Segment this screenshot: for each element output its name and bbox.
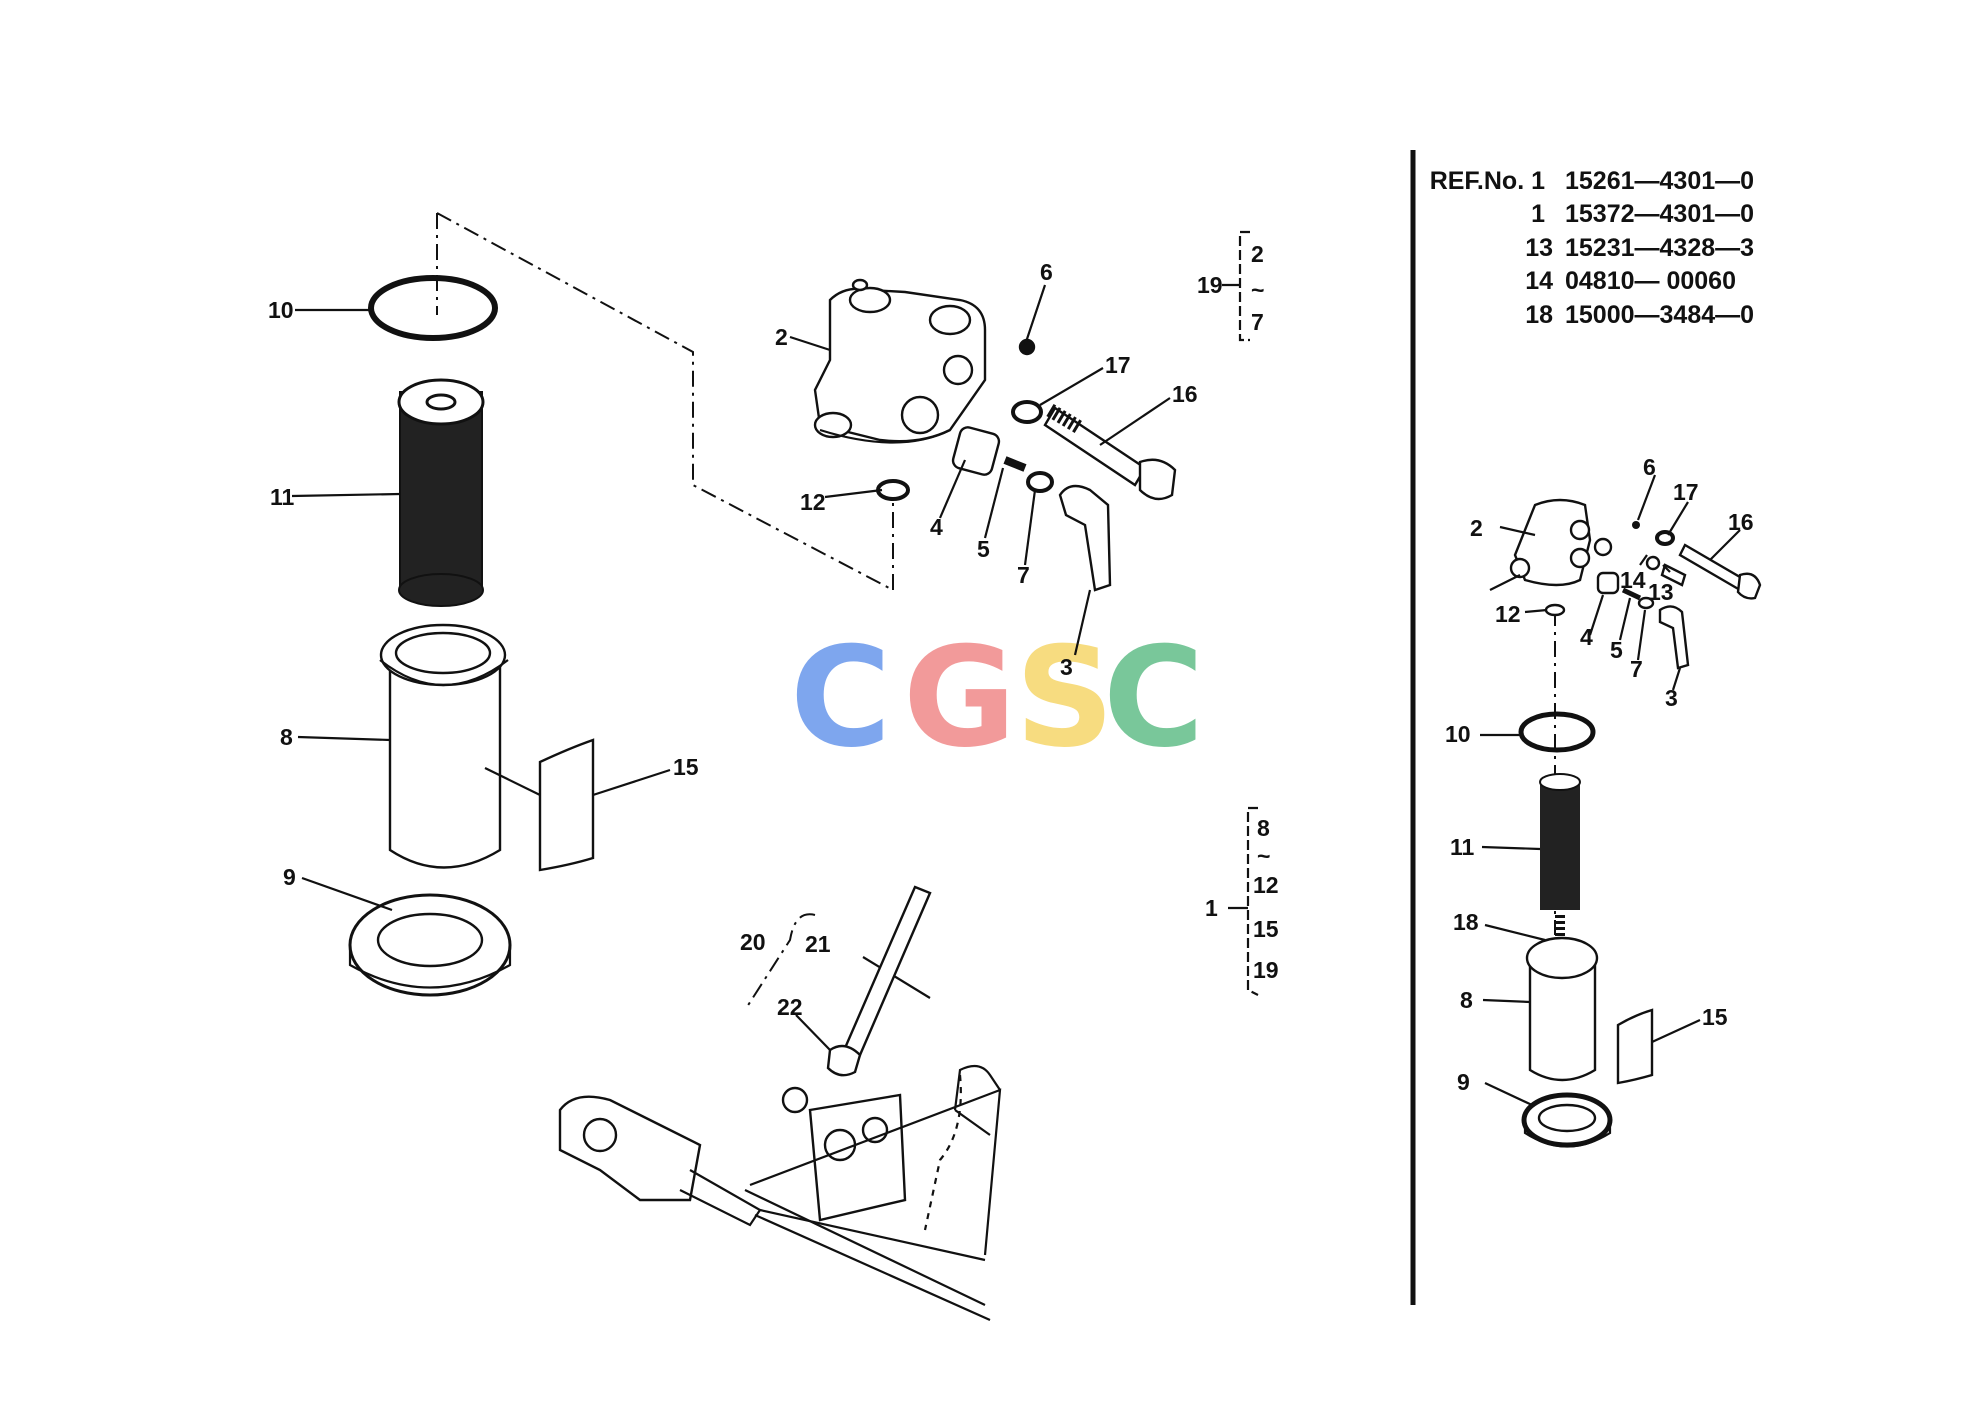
callout-22: 22 [777,994,803,1020]
label-sheet-part [538,738,595,872]
o-ring-12-part [876,479,910,501]
callout-15: 15 [673,754,699,780]
inset-callout-3: 3 [1665,685,1678,711]
callout-16: 16 [1172,381,1198,407]
screw-5-part [1003,456,1027,472]
callout-7: 7 [1017,562,1030,588]
callout-17: 17 [1105,352,1131,378]
group-1-c: 15 [1253,916,1279,942]
callout-4: 4 [930,514,943,540]
callout-6: 6 [1040,259,1053,285]
inset-filter-head [1513,498,1592,587]
ref-row-3-label: 13 [1525,234,1553,262]
inset-callout-16: 16 [1728,509,1754,535]
group-1-a: 8 [1257,815,1270,841]
ref-row-1-label: REF.No. 1 [1430,167,1545,195]
callout-9: 9 [283,864,296,890]
watermark-letter-s: S [1015,617,1114,778]
group-20-bracket [744,913,816,1011]
group-19-parent: 19 [1197,272,1223,298]
inset-callout-leaders [1480,474,1741,1106]
inset-callout-8: 8 [1460,987,1473,1013]
group-19-bottom: 7 [1251,309,1264,335]
watermark-letter-c1: C [790,617,891,778]
callout-11: 11 [270,484,295,510]
callout-3: 3 [1060,654,1073,680]
inset-callout-10: 10 [1445,721,1471,747]
inset-bowl [1525,936,1599,1082]
group-19-tilde: ~ [1251,277,1264,303]
assembly-path-line [436,212,894,591]
inset-exploded-view: 6 17 16 2 14 13 12 4 5 7 3 10 11 18 8 15… [1445,454,1762,1148]
group-19-top: 2 [1251,241,1264,267]
inset-callout-4: 4 [1580,624,1593,650]
inset-callout-12: 12 [1495,601,1521,627]
filter-head-part [813,278,987,444]
group-1-d: 19 [1253,957,1279,983]
inset-callout-11: 11 [1450,834,1475,860]
callout-12: 12 [800,489,826,515]
inset-callout-13: 13 [1648,579,1674,605]
filter-bowl-part [379,623,509,869]
o-ring-part [368,275,498,341]
main-exploded-view: 10 11 8 9 15 2 6 17 16 12 4 5 7 3 20 21 … [268,212,1279,1322]
inset-label [1616,1008,1654,1085]
inset-callout-6: 6 [1643,454,1656,480]
callout-20: 20 [740,929,766,955]
watermark-letter-g: G [903,617,1016,778]
group-1-bracket: 1 8 ~ 12 15 19 [1205,806,1279,996]
ref-row-5-part: 15000—3484—0 [1565,301,1754,329]
callout-5: 5 [977,536,990,562]
inset-callout-18: 18 [1453,909,1479,935]
inset-callout-7: 7 [1630,656,1643,682]
ref-row-4-part: 04810— 00060 [1565,267,1736,295]
group-1-parent: 1 [1205,895,1218,921]
group-1-b: 12 [1253,872,1279,898]
callout-10: 10 [268,297,294,323]
watermark: C G S C [790,617,1204,778]
watermark-letter-c2: C [1103,617,1204,778]
ref-row-2-label: 1 [1531,200,1545,228]
engine-mount-sketch [558,1044,1002,1322]
fuel-hose-21-part [843,885,932,1057]
washer-7-part [1026,471,1054,493]
callout-8: 8 [280,724,293,750]
inset-callout-5: 5 [1610,637,1623,663]
inset-callout-15: 15 [1702,1004,1728,1030]
callout-2: 2 [775,324,788,350]
inset-callout-14: 14 [1620,567,1646,593]
callout-leaders [291,284,1171,1051]
group-1-tilde: ~ [1257,843,1270,869]
ref-row-3-part: 15231—4328—3 [1565,234,1754,262]
washer-17-part [1011,400,1043,424]
ref-row-1-part: 15261—4301—0 [1565,167,1754,195]
inset-callout-2: 2 [1470,515,1483,541]
ref-row-5-label: 18 [1525,301,1553,329]
inset-ring-nut [1521,1092,1613,1148]
inset-callout-17: 17 [1673,479,1699,505]
bolt-16-part [1043,403,1177,501]
inset-o-ring [1518,711,1596,753]
ref-row-2-part: 15372—4301—0 [1565,200,1754,228]
inset-filter-element [1539,773,1581,910]
inset-callout-9: 9 [1457,1069,1470,1095]
ring-nut-part [348,893,512,997]
ref-number-table: REF.No. 1 15261—4301—0 1 15372—4301—0 13… [1430,167,1754,329]
ref-row-4-label: 14 [1525,267,1553,295]
lever-3-part [1058,484,1112,592]
filter-element-part [397,378,485,607]
group-19-bracket: 19 2 ~ 7 [1197,230,1264,342]
plug-4-part [951,426,1001,476]
callout-21: 21 [805,931,831,957]
